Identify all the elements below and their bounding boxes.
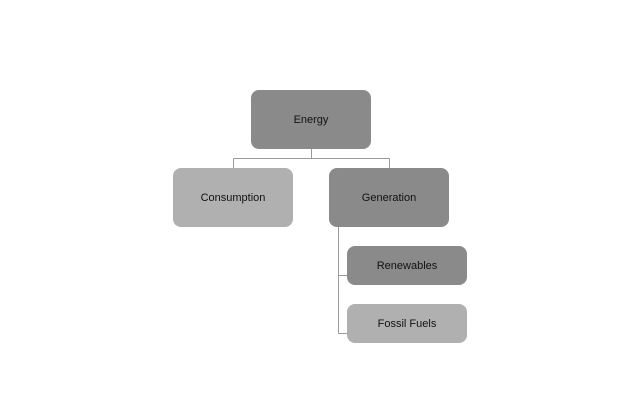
node-label: Generation bbox=[361, 191, 417, 204]
node-energy: Energy bbox=[251, 90, 371, 149]
node-consumption: Consumption bbox=[173, 168, 293, 227]
node-label: Consumption bbox=[200, 191, 266, 204]
node-label: Fossil Fuels bbox=[377, 317, 437, 330]
node-label: Renewables bbox=[376, 259, 438, 272]
node-generation: Generation bbox=[329, 168, 449, 227]
node-renewables: Renewables bbox=[347, 246, 467, 285]
node-fossil-fuels: Fossil Fuels bbox=[347, 304, 467, 343]
node-label: Energy bbox=[293, 113, 329, 126]
